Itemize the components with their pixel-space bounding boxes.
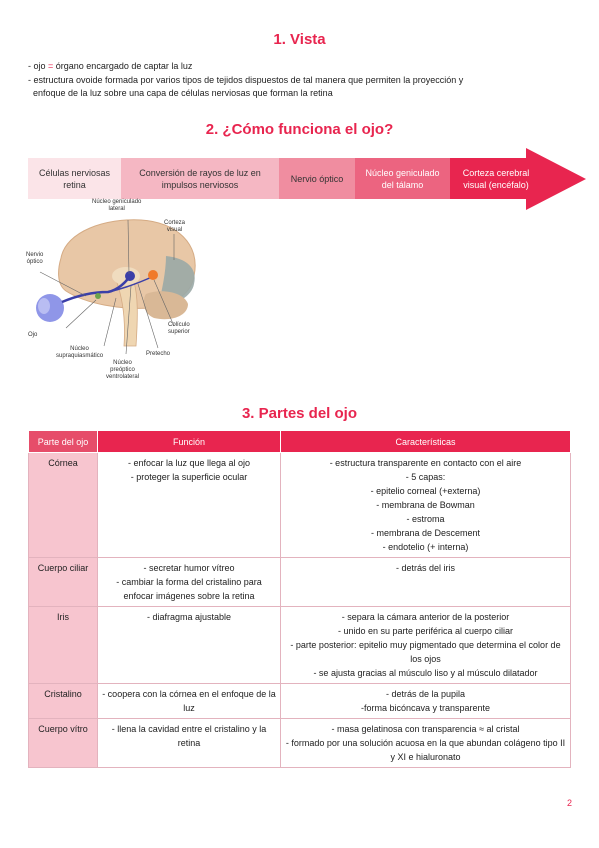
- cell-characteristics: - detrás de la pupila -forma bicóncava y …: [280, 683, 571, 719]
- flow-step-4: Núcleo geniculado del tálamo: [365, 167, 440, 190]
- function-line: - secretar humor vítreo: [143, 563, 235, 573]
- cell-characteristics: - detrás del iris: [280, 557, 571, 607]
- intro-line-2: - estructura ovoide formada por varios t…: [28, 74, 464, 85]
- characteristic-line: - se ajusta gracias al músculo liso y al…: [313, 668, 538, 678]
- flow-segment-bg-2: [121, 158, 279, 199]
- flow-arrow-shape: [28, 148, 586, 210]
- col-header-part: Parte del ojo: [28, 430, 98, 453]
- characteristic-line: - endotelio (+ interna): [382, 542, 469, 552]
- characteristic-line: - masa gelatinosa con transparencia ≈ al…: [331, 724, 520, 734]
- brain-illustration: [36, 219, 196, 355]
- table-row: Cuerpo vítro - llena la cavidad entre el …: [28, 718, 571, 768]
- heading-vista: 1. Vista: [273, 31, 326, 48]
- function-line: - cambiar la forma del cristalino para e…: [116, 577, 262, 601]
- heading-partes-del-ojo: 3. Partes del ojo: [241, 405, 358, 422]
- flow-segment-bg-4: [355, 158, 450, 199]
- cell-part: Cristalino: [28, 683, 98, 719]
- cell-characteristics: - separa la cámara anterior de la poster…: [280, 606, 571, 684]
- flow-step-3: Nervio óptico: [290, 173, 344, 184]
- characteristic-line: - separa la cámara anterior de la poster…: [341, 612, 510, 622]
- characteristic-line: - 5 capas:: [405, 472, 446, 482]
- characteristic-line: - estructura transparente en contacto co…: [329, 458, 522, 468]
- function-line: - enfocar la luz que llega al ojo: [127, 458, 251, 468]
- characteristic-line: - epitelio corneal (+externa): [370, 486, 481, 496]
- characteristic-line: - parte posterior: epitelio muy pigmenta…: [290, 640, 561, 664]
- flow-segment-bg-3: [279, 158, 355, 199]
- characteristic-line: - detrás del iris: [395, 563, 456, 573]
- cell-characteristics: - masa gelatinosa con transparencia ≈ al…: [280, 718, 571, 768]
- label-ojo: Ojo: [28, 332, 38, 338]
- intro-line-1-b: órgano encargado de captar la luz: [53, 61, 193, 71]
- flow-segment-bg-1: [28, 158, 121, 199]
- characteristic-line: - membrana de Bowman: [376, 500, 475, 510]
- process-flow-arrow: Células nerviosas retina Conversión de r…: [28, 148, 586, 210]
- table-row: Cuerpo ciliar - secretar humor vítreo - ca…: [28, 557, 571, 607]
- col-header-characteristics: Características: [280, 430, 571, 453]
- label-pretecho: Pretecho: [146, 351, 171, 357]
- function-line: - coopera con la córnea en el enfoque de…: [102, 689, 276, 713]
- cell-function: - secretar humor vítreo - cambiar la form…: [97, 557, 281, 607]
- flow-segment-bg-5: [450, 148, 586, 210]
- cell-function: - coopera con la córnea en el enfoque de…: [97, 683, 281, 719]
- intro-line-3: enfoque de la luz sobre una capa de célu…: [33, 88, 333, 98]
- cell-part: Cuerpo vítro: [28, 718, 98, 768]
- characteristic-line: - formado por una solución acuosa en la …: [285, 738, 566, 762]
- cell-function: - llena la cavidad entre el cristalino y…: [97, 718, 281, 768]
- function-line: - llena la cavidad entre el cristalino y…: [111, 724, 267, 748]
- characteristic-line: - membrana de Descement: [370, 528, 481, 538]
- table-row: Córnea- enfocar la luz que llega al ojo-…: [28, 452, 571, 558]
- characteristic-line: - detrás de la pupila: [385, 689, 466, 699]
- table-body: Córnea- enfocar la luz que llega al ojo-…: [28, 452, 571, 768]
- function-line: - diafragma ajustable: [146, 612, 232, 622]
- function-line: - proteger la superficie ocular: [130, 472, 248, 482]
- cell-part: Iris: [28, 606, 98, 684]
- table-row: Cristalino- coopera con la córnea en el …: [28, 683, 571, 719]
- characteristic-line: - estroma: [406, 514, 445, 524]
- cell-characteristics: - estructura transparente en contacto co…: [280, 452, 571, 558]
- heading-como-funciona: 2. ¿Cómo funciona el ojo?: [205, 121, 394, 138]
- table-header-row: Parte del ojo Función Características: [28, 430, 571, 453]
- eye-parts-table: Parte del ojo Función Características Có…: [28, 430, 571, 768]
- intro-line-1-a: - ojo: [28, 61, 49, 71]
- cell-part: Cuerpo ciliar: [28, 557, 98, 607]
- characteristic-line: -forma bicóncava y transparente: [360, 703, 491, 713]
- col-header-function: Función: [97, 430, 281, 453]
- flow-step-2: Conversión de rayos de luz en impulsos n…: [139, 167, 261, 190]
- flow-step-5: Corteza cerebral visual (encéfalo): [462, 167, 530, 190]
- flow-step-1: Células nerviosas retina: [38, 167, 111, 190]
- intro-text: - ojo = órgano encargado de captar la lu…: [28, 60, 576, 101]
- cell-function: - enfocar la luz que llega al ojo - prote…: [97, 452, 281, 558]
- cell-part: Córnea: [28, 452, 98, 558]
- table-row: Iris - diafragma ajustable - separa la cám…: [28, 606, 571, 684]
- cell-function: - diafragma ajustable: [97, 606, 281, 684]
- characteristic-line: - unido en su parte periférica al cuerpo…: [337, 626, 514, 636]
- intro-line-1-eq: =: [48, 61, 54, 71]
- intro-line-1: - ojo = órgano encargado de captar la lu…: [28, 60, 576, 74]
- page-number: 2: [566, 798, 572, 808]
